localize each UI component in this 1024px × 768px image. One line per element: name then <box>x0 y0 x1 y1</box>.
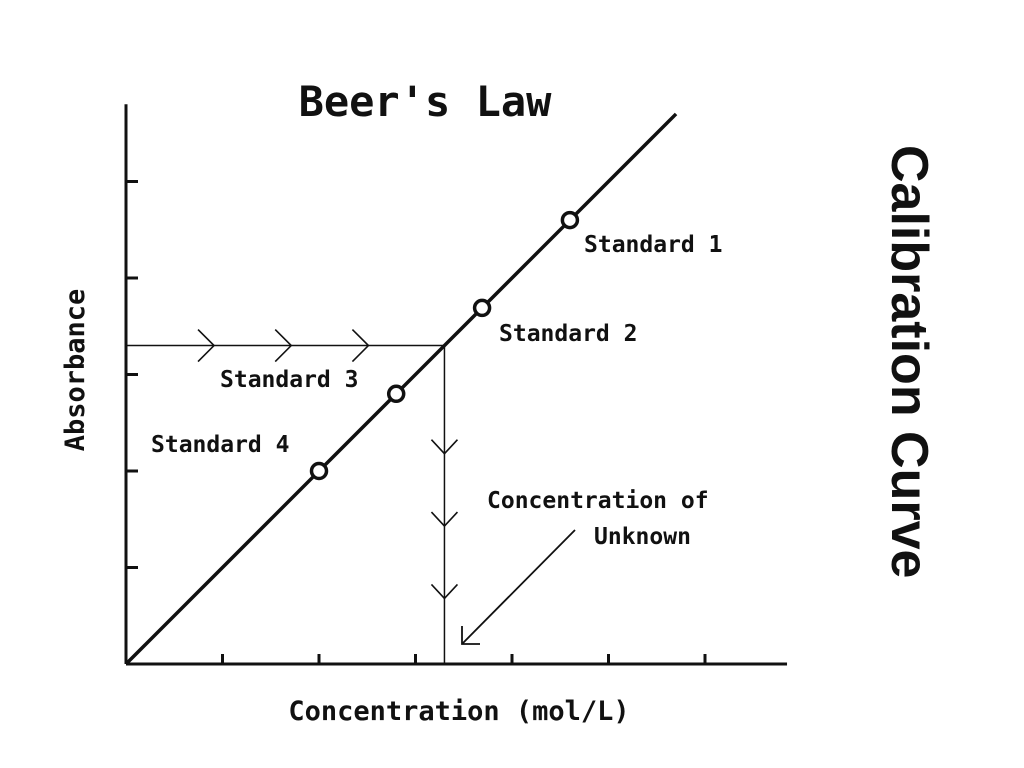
right-chevron-3 <box>351 328 370 363</box>
y-ticks <box>126 180 138 569</box>
annotation-arrow <box>461 529 576 645</box>
x-axis-label: Concentration (mol/L) <box>288 696 629 727</box>
direction-chevrons <box>197 328 459 600</box>
chart-title: Beer's Law <box>299 77 553 126</box>
point-label-standard-4: Standard 4 <box>151 432 289 458</box>
standard-point-2 <box>472 298 492 318</box>
down-chevron-1 <box>430 439 459 455</box>
point-label-standard-1: Standard 1 <box>584 232 722 258</box>
standard-point-1 <box>560 210 580 230</box>
right-chevron-2 <box>274 328 293 363</box>
down-chevron-2 <box>430 511 459 528</box>
point-label-standard-2: Standard 2 <box>499 321 637 347</box>
axes <box>124 104 788 666</box>
point-label-standard-3: Standard 3 <box>220 367 358 393</box>
x-ticks <box>221 654 707 664</box>
slide-title: Calibration Curve <box>880 145 938 579</box>
down-chevron-3 <box>430 583 459 600</box>
right-chevron-1 <box>197 328 216 363</box>
annotation-line-2: Unknown <box>594 524 691 550</box>
standard-point-3 <box>386 384 406 404</box>
standard-point-4 <box>309 461 329 481</box>
y-axis-label: Absorbance <box>60 289 91 452</box>
annotation-line-1: Concentration of <box>487 488 709 514</box>
standard-points <box>309 210 580 481</box>
unknown-guide-lines <box>126 328 459 664</box>
